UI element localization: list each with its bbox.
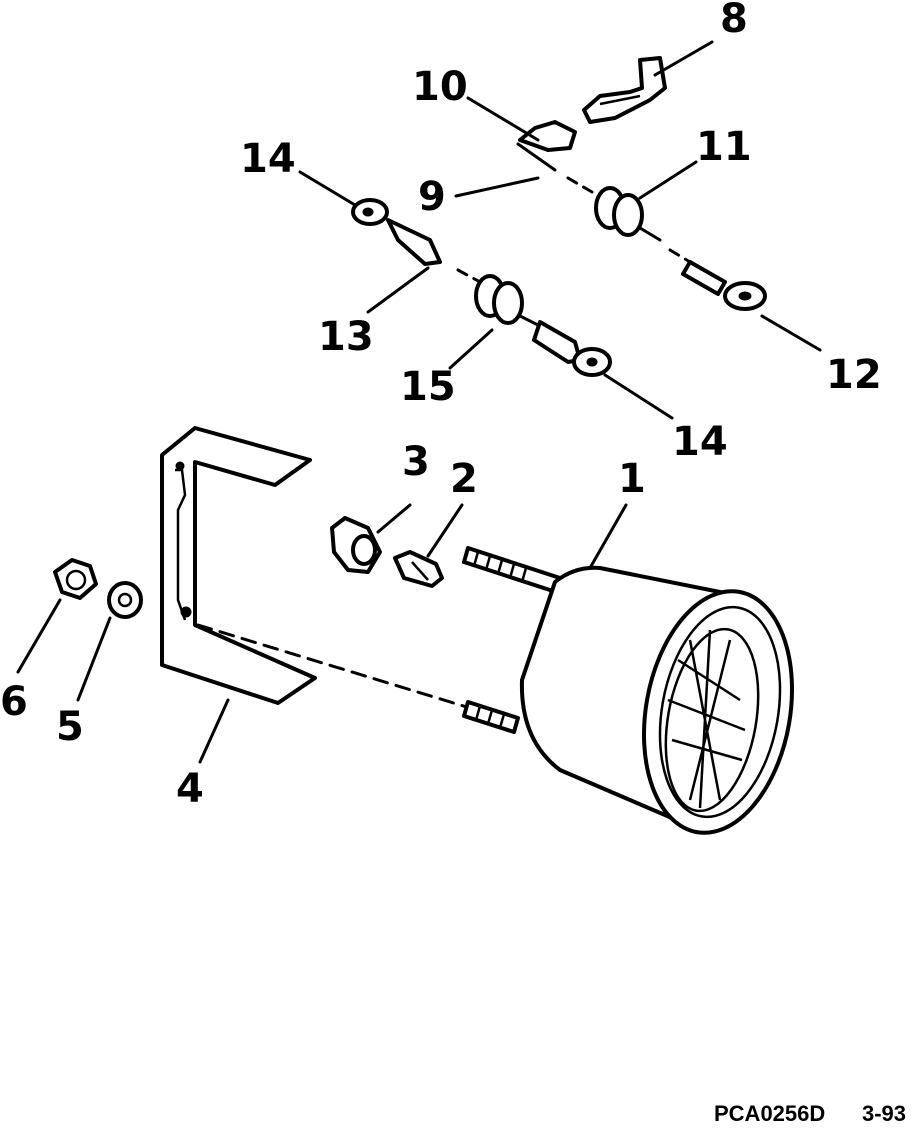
callout-9: 9 xyxy=(418,174,446,220)
part-15-grommet xyxy=(474,274,582,364)
drawing-code: PCA0256D xyxy=(714,1101,825,1126)
assembly-line xyxy=(196,623,472,710)
callout-3: 3 xyxy=(402,439,430,485)
callout-14-top: 14 xyxy=(240,136,296,182)
part-4-mounting-bracket xyxy=(160,426,317,705)
callout-13: 13 xyxy=(318,314,374,360)
part-8-clip xyxy=(582,56,667,124)
callout-12: 12 xyxy=(826,352,882,398)
part-5-lock-washer xyxy=(107,581,143,619)
callout-5: 5 xyxy=(56,704,84,750)
part-12-ring-terminal xyxy=(681,260,767,311)
callout-4: 4 xyxy=(176,766,204,812)
part-3-socket xyxy=(330,516,382,574)
callout-1: 1 xyxy=(618,456,646,502)
drawing-date: 3-93 xyxy=(862,1101,906,1126)
part-2-bulb xyxy=(393,550,444,588)
part-14-ring-terminal-top xyxy=(351,198,442,266)
part-13-wire xyxy=(456,268,482,284)
part-14-ring-terminal-bottom xyxy=(572,347,612,377)
part-11-grommet xyxy=(594,186,692,264)
part-1-gauge xyxy=(462,546,795,835)
callout-2: 2 xyxy=(450,456,478,502)
callout-8: 8 xyxy=(720,0,748,42)
part-9-wire xyxy=(516,142,594,194)
callout-11: 11 xyxy=(696,124,752,170)
leader-lines xyxy=(16,40,822,764)
part-10-terminal xyxy=(518,120,577,152)
callout-15: 15 xyxy=(400,364,456,410)
callout-6: 6 xyxy=(0,679,28,725)
callout-10: 10 xyxy=(412,64,468,110)
part-6-nut xyxy=(53,558,98,600)
callout-14-bottom: 14 xyxy=(672,419,728,465)
